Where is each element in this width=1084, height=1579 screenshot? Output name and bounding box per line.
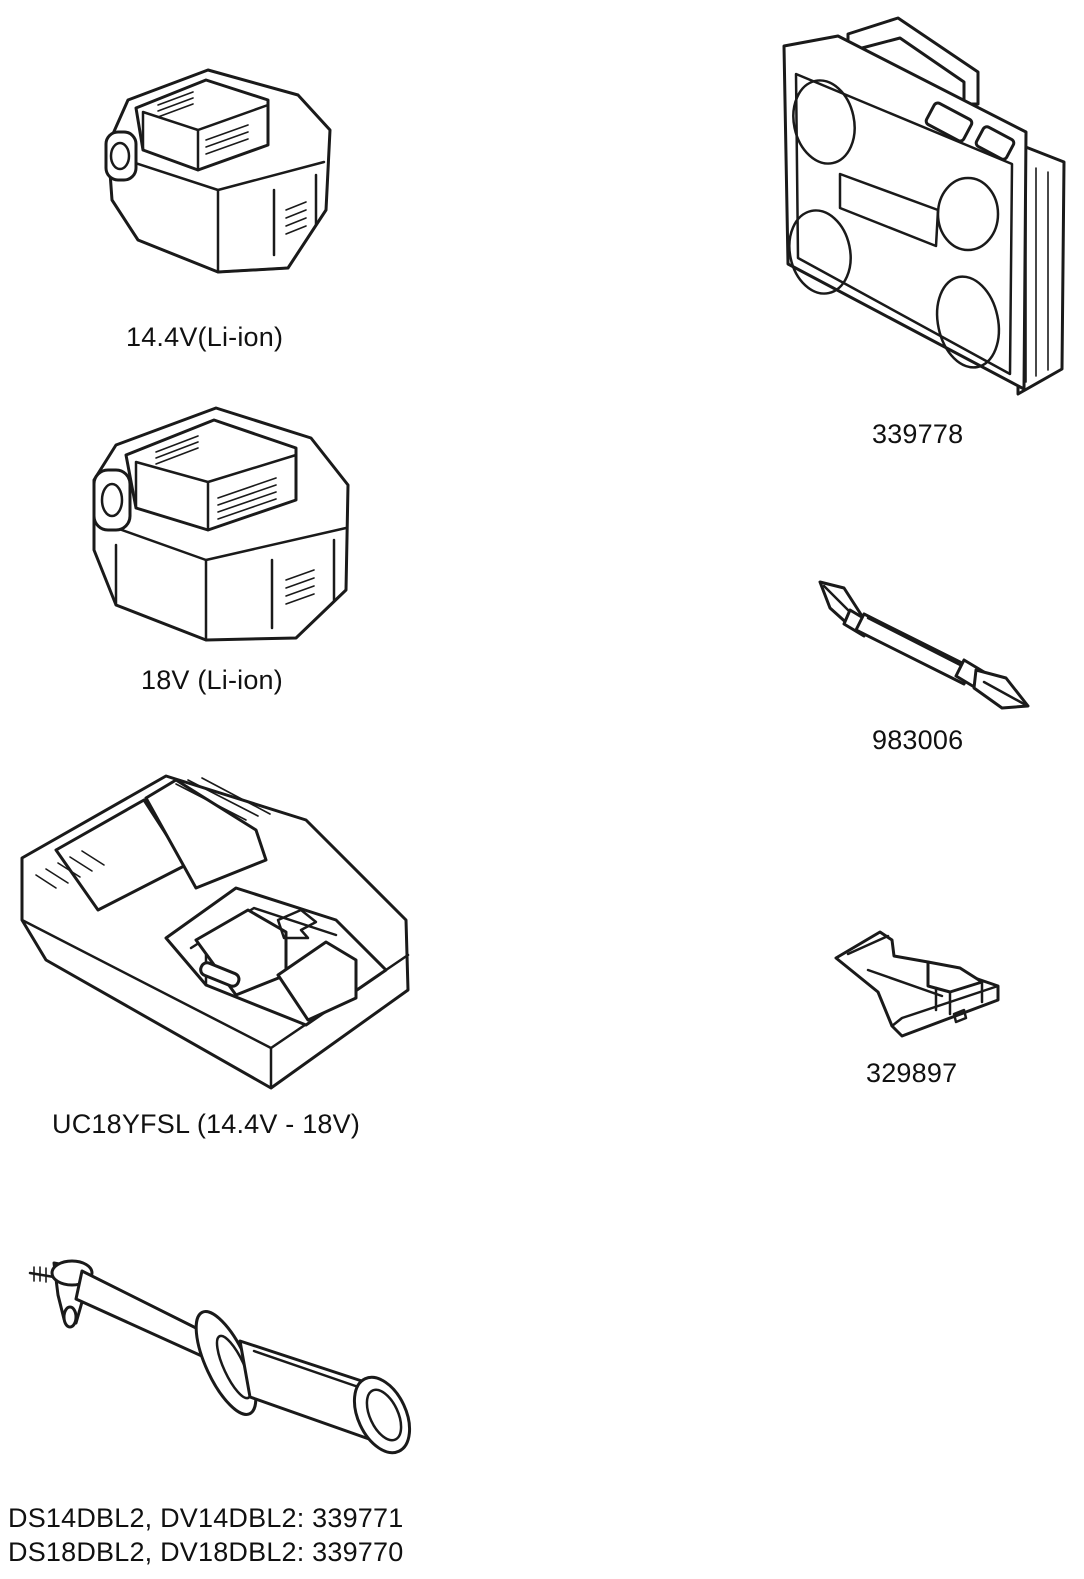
side-handle-caption-line-2: DS18DBL2, DV18DBL2: 339770 (8, 1537, 404, 1567)
battery-icon (104, 68, 332, 274)
hook-icon (834, 930, 1000, 1038)
hook-figure (832, 926, 1004, 1040)
side-handle-icon (28, 1259, 412, 1455)
hook-caption: 329897 (866, 1058, 958, 1088)
driver-bit-icon (818, 580, 1030, 710)
battery-14v-figure (98, 50, 338, 280)
battery-icon (92, 406, 350, 642)
side-handle-caption-line-1: DS14DBL2, DV14DBL2: 339771 (8, 1503, 404, 1533)
charger-caption: UC18YFSL (14.4V - 18V) (52, 1109, 361, 1139)
carrying-case-icon (782, 16, 1066, 396)
charger-icon (20, 774, 410, 1090)
battery-18v-caption: 18V (Li-ion) (141, 665, 283, 695)
battery-14v-caption: 14.4V(Li-ion) (126, 322, 284, 352)
battery-18v-figure (86, 400, 354, 645)
charger-figure (16, 770, 412, 1095)
carrying-case-figure (778, 14, 1068, 396)
driver-bit-figure (814, 576, 1034, 716)
carrying-case-caption: 339778 (872, 419, 964, 449)
driver-bit-caption: 983006 (872, 725, 964, 755)
side-handle-figure (24, 1255, 414, 1465)
